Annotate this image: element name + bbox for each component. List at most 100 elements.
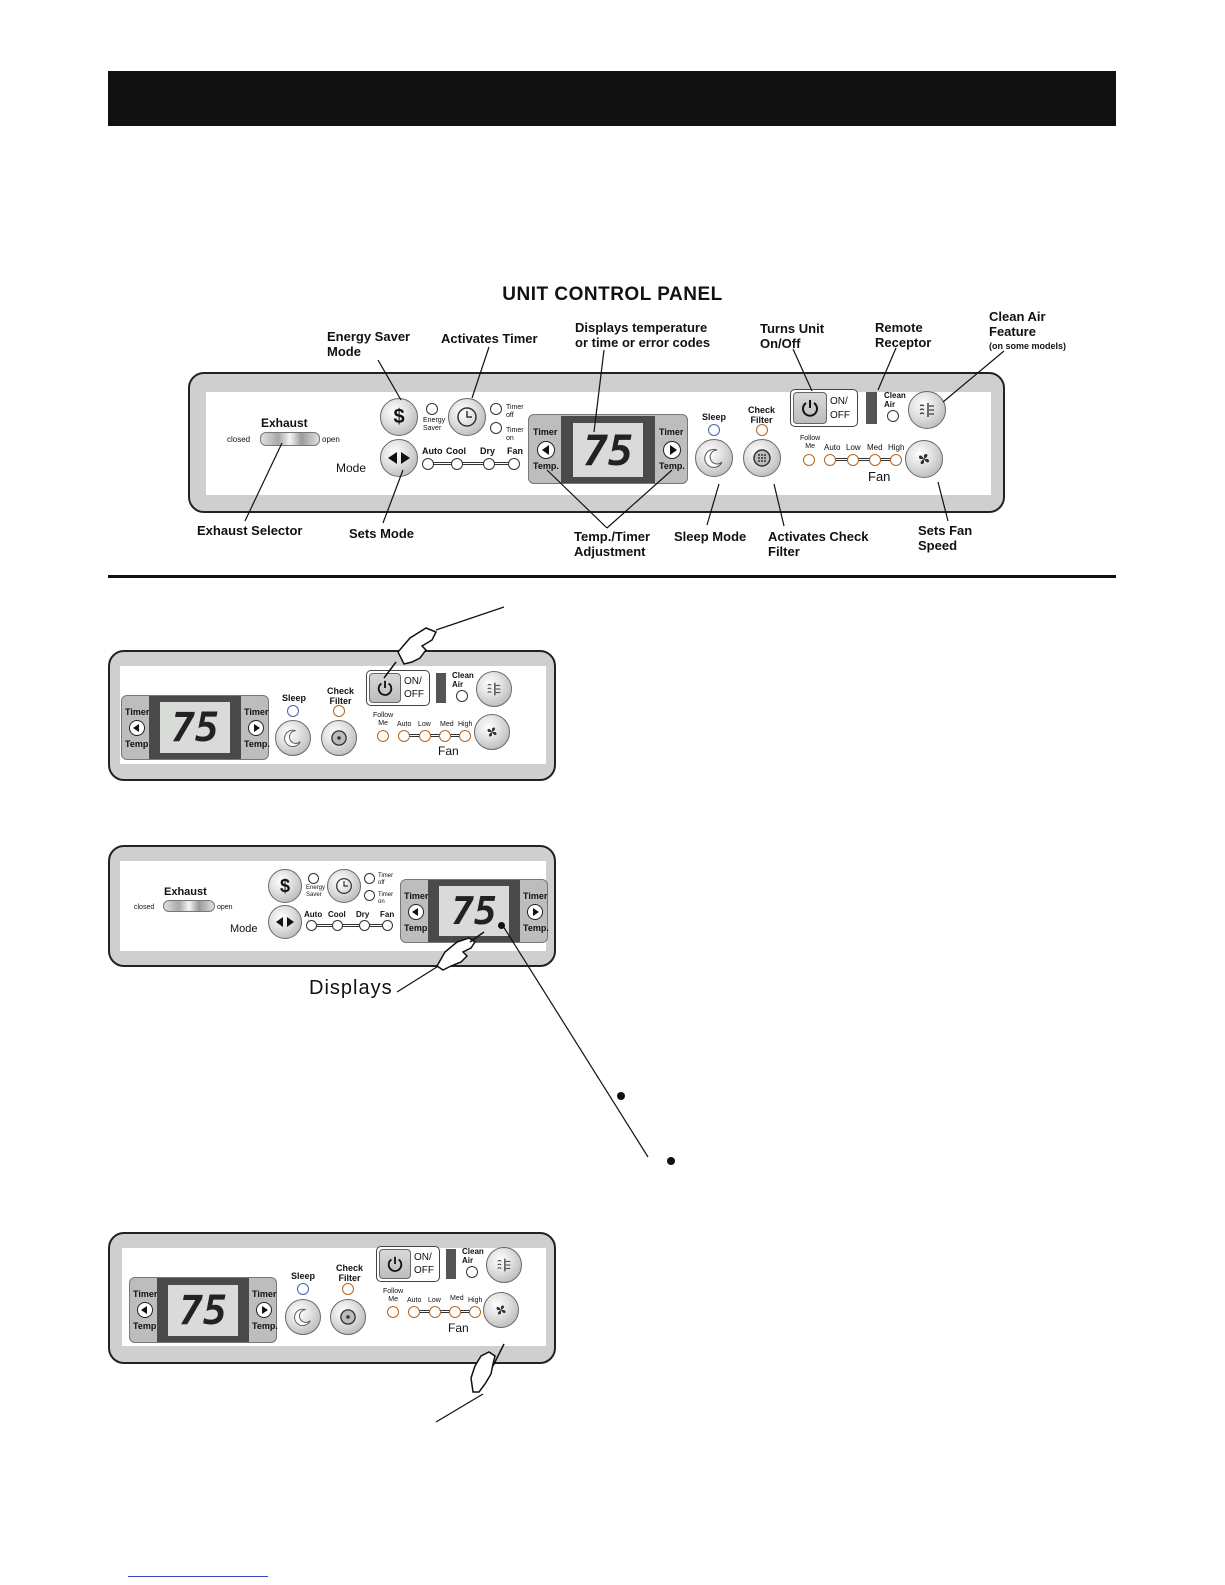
arrows-icon [276,917,294,927]
fig3-fan-auto-led [408,1306,420,1318]
filter-icon [753,449,771,467]
fig1-lcd: 75 [160,702,230,753]
power-button[interactable] [793,392,827,424]
fig3-temp-down[interactable] [137,1302,153,1318]
temp-up-button[interactable] [663,441,681,459]
fig3-display-block: Timer Temp. 75 Timer Temp. [129,1277,278,1343]
fig3-sleep-led [297,1283,309,1295]
fig2-mode-auto-led [306,920,317,931]
fan-icon [496,1305,506,1315]
bullet-dot-2 [667,1157,675,1165]
fig3-power-button[interactable] [379,1249,411,1279]
temp-left-label: Temp. [533,461,559,471]
fig3-check-filter-button[interactable] [330,1299,366,1335]
fig1-sleep-label: Sleep [282,693,307,703]
fig2-mode-fan-led [382,920,393,931]
fan-icon [487,727,497,737]
clean-air-button[interactable] [908,391,946,429]
fig1-remote-receptor [436,673,446,703]
filter-icon [340,1309,356,1325]
fig3-check-filter-led [342,1283,354,1295]
fig1-check-filter-led [333,705,345,717]
fig2-mode-button[interactable] [268,905,302,939]
fig1-sleep-button[interactable] [275,720,311,756]
sleep-button[interactable] [695,439,733,477]
mode-cool-label: Cool [446,446,466,456]
fig1-power-button[interactable] [369,673,401,703]
fig1-on-off-switch[interactable]: ON/OFF [366,670,430,706]
fig3-on-off-switch[interactable]: ON/OFF [376,1246,440,1282]
displays-label: Displays [309,977,393,999]
mode-cool-led [451,458,463,470]
clean-air-icon [487,682,501,696]
fig1-temp-down[interactable] [129,720,145,736]
exhaust-open: open [322,435,340,444]
fig2-timer-right: Timer [523,891,548,901]
header-bar [108,71,1116,126]
fig2-display-block: Timer Temp. 75 Timer Temp. [400,879,549,943]
fig2-temp-right: Temp. [523,923,549,933]
fig2-temp-down[interactable] [408,904,424,920]
fig2-mode-cool: Cool [328,910,346,919]
dollar-icon: $ [393,405,405,428]
fig2-exhaust-slider[interactable] [163,900,215,912]
fig1-clean-air-led [456,690,468,702]
fig1-timer-left: Timer [125,707,150,717]
mode-auto-label: Auto [422,446,443,456]
mode-button[interactable] [380,439,418,477]
fig3-clean-air-button[interactable] [486,1247,522,1283]
energy-saver-button[interactable]: $ [380,398,418,436]
fig3-temp-up[interactable] [256,1302,272,1318]
fig2-mode-fan: Fan [380,910,395,919]
fig1-fan-auto-led [398,730,410,742]
on-off-label: ON/OFF [830,396,850,421]
moon-icon [294,1308,311,1326]
timer-on-led [490,422,502,434]
mode-dry-label: Dry [480,446,496,456]
mode-fan-label: Fan [507,446,524,456]
fan-icon [918,453,930,465]
fig3-fan-button[interactable] [483,1292,519,1328]
fig2-exhaust-closed: closed [134,904,155,911]
timer-button[interactable] [448,398,486,436]
exhaust-slider[interactable] [260,432,320,446]
check-filter-button[interactable] [743,439,781,477]
fig3-fan-low-led [429,1306,441,1318]
fig3-sleep-button[interactable] [285,1299,321,1335]
fig1-check-filter-button[interactable] [321,720,357,756]
fig2-energy-saver-button[interactable]: $ [268,869,302,903]
check-filter-led [756,424,768,436]
fig1-on-off-label: ON/OFF [404,676,424,700]
fig1-fan-button[interactable] [474,714,510,750]
fig2-exhaust-title: Exhaust [164,886,207,898]
fig2-mode-label: Mode [230,923,258,935]
fig2-temp-up[interactable] [527,904,543,920]
temp-down-button[interactable] [537,441,555,459]
fig1-clean-air-button[interactable] [476,671,512,707]
fig2-timer-on-led [364,890,375,901]
fig2-timer-button[interactable] [327,869,361,903]
fig2-exhaust-open: open [217,904,233,911]
exhaust-title: Exhaust [261,416,308,430]
on-off-switch[interactable]: ON/OFF [790,389,858,427]
arrows-icon [388,452,410,464]
section-rule [108,575,1116,578]
fig1-temp-up[interactable] [248,720,264,736]
fig3-fan-med: Med [450,1295,464,1302]
fan-auto-led [824,454,836,466]
clock-icon [336,878,352,894]
fan-low-led [847,454,859,466]
fan-speed-button[interactable] [905,440,943,478]
